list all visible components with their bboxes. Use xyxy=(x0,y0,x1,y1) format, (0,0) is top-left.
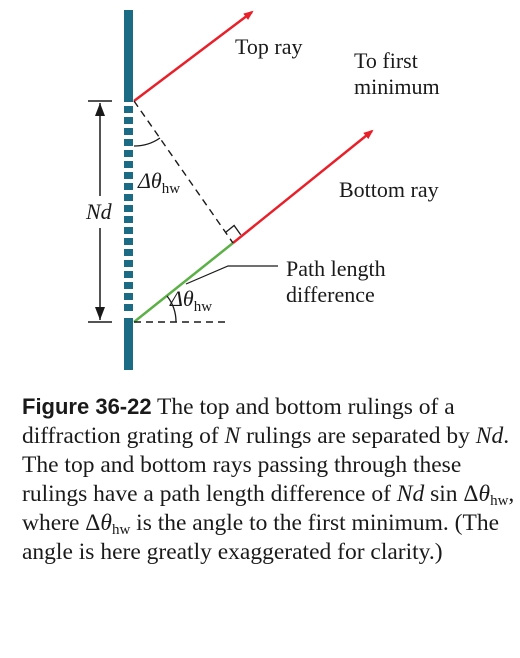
grating-ruling xyxy=(124,128,133,135)
figure-label: Figure 36-22 xyxy=(22,394,152,419)
grating-ruling xyxy=(124,161,133,168)
grating-ruling xyxy=(124,271,133,278)
caption-text-6: is the angle to the first minimum. (The … xyxy=(22,510,500,565)
bottom-ray xyxy=(232,129,374,244)
grating-ruling xyxy=(124,117,133,124)
path-difference-segment xyxy=(133,242,234,323)
caption-hw-2: hw xyxy=(111,522,131,538)
right-angle-marker xyxy=(224,224,242,236)
grating-ruling xyxy=(124,139,133,146)
angle-label-top-delta-theta: Δθ xyxy=(137,168,162,193)
top-ray xyxy=(133,10,254,102)
caption-nd-2: Nd xyxy=(396,481,425,507)
caption-theta-2: θ xyxy=(100,510,112,536)
caption-text-1: The top and bottom rulings of a diffract… xyxy=(22,394,455,449)
caption-text-3: . The top and bottom rays passing throug… xyxy=(22,423,510,507)
grating-ruling xyxy=(124,282,133,289)
to-first-minimum-label-line2: minimum xyxy=(354,74,440,99)
bottom-ray-label: Bottom ray xyxy=(339,177,439,202)
caption-nd-1: Nd xyxy=(475,423,504,449)
grating-ruling xyxy=(124,260,133,267)
to-first-minimum-label-line1: To first xyxy=(354,48,418,73)
figure-caption: Figure 36-22 The top and bottom rulings … xyxy=(22,392,516,567)
grating-lower xyxy=(124,318,133,370)
nd-arrow-down xyxy=(95,307,105,320)
caption-hw-1: hw xyxy=(490,493,509,509)
path-length-label-line2: difference xyxy=(286,282,375,307)
caption-text-2: rulings are separated by xyxy=(240,423,476,449)
diffraction-diagram: Nd Top ray To first minimum Bottom ray P… xyxy=(85,10,440,370)
caption-theta-1: θ xyxy=(478,481,491,507)
caption-n: N xyxy=(224,423,241,449)
angle-arc-bottom xyxy=(166,295,177,323)
angle-arc-top xyxy=(133,137,161,147)
angle-label-bottom-sub: hw xyxy=(194,299,213,315)
grating-ruling xyxy=(124,106,133,113)
grating-ruling xyxy=(124,304,133,311)
path-difference-leader xyxy=(185,265,278,285)
grating-ruling xyxy=(124,172,133,179)
angle-label-bottom: Δθhw xyxy=(169,286,212,315)
grating-rulings xyxy=(124,106,133,311)
caption-text-5: , where Δ xyxy=(22,481,515,536)
nd-label: Nd xyxy=(85,199,113,224)
grating-ruling xyxy=(124,183,133,190)
grating-ruling xyxy=(124,249,133,256)
path-length-label-line1: Path length xyxy=(286,256,386,281)
top-ray-label: Top ray xyxy=(235,34,303,59)
grating-ruling xyxy=(124,216,133,223)
caption-text-4: sin Δ xyxy=(424,481,479,507)
nd-arrow-up xyxy=(95,103,105,116)
angle-label-bottom-delta-theta: Δθ xyxy=(169,286,194,311)
grating-upper xyxy=(124,10,133,102)
angle-label-top: Δθhw xyxy=(137,168,180,197)
grating-ruling xyxy=(124,150,133,157)
grating-ruling xyxy=(124,194,133,201)
perpendicular-dashed-line xyxy=(133,100,234,244)
grating-ruling xyxy=(124,227,133,234)
grating-ruling xyxy=(124,238,133,245)
grating-ruling xyxy=(124,205,133,212)
angle-label-top-sub: hw xyxy=(162,181,181,197)
grating-ruling xyxy=(124,293,133,300)
